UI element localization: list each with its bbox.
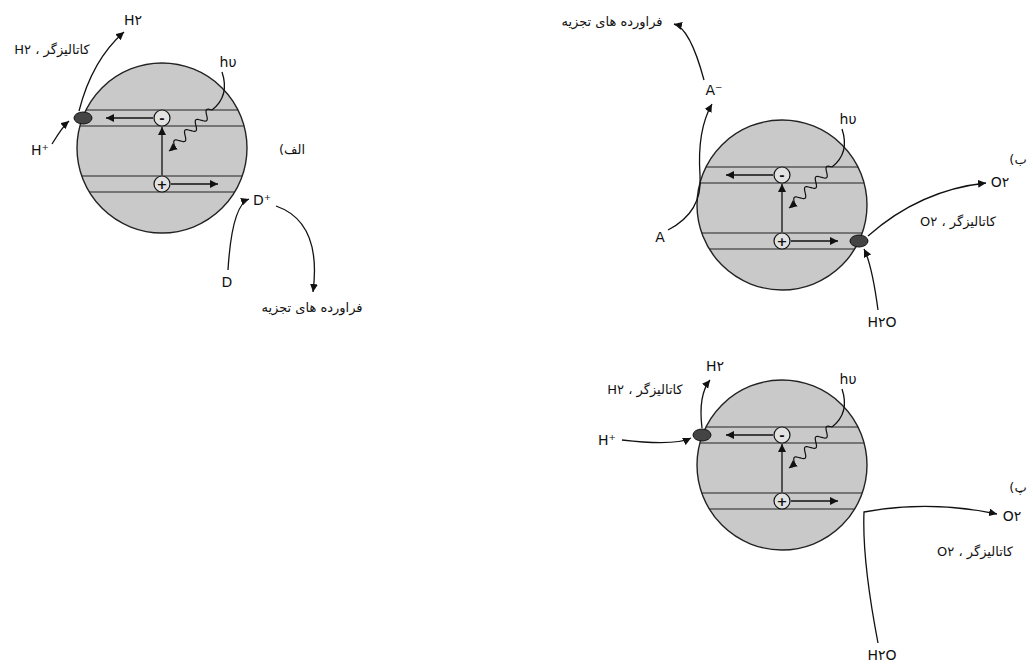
reactant-arrow xyxy=(52,121,69,144)
hole-symbol xyxy=(774,233,790,249)
electron-symbol xyxy=(774,427,790,443)
charge-sign: - xyxy=(779,169,784,182)
label: ب) xyxy=(1009,152,1026,168)
charge-sign: + xyxy=(777,235,788,248)
label: الف) xyxy=(279,142,305,158)
excitation-arrow xyxy=(161,127,162,175)
electron-arrow xyxy=(726,174,773,175)
catalyst-particle xyxy=(693,429,711,441)
hole-symbol xyxy=(774,493,790,509)
label: hυ xyxy=(220,54,237,71)
excitation-arrow xyxy=(781,184,782,232)
semiconductor-particle xyxy=(668,24,986,310)
hole-arrow xyxy=(791,500,838,501)
light-leader xyxy=(832,129,844,167)
photon-wave xyxy=(789,166,832,208)
electron-arrow xyxy=(106,117,153,118)
charge-sign: - xyxy=(159,112,164,125)
photon-wave xyxy=(789,426,832,468)
label: H⁺ xyxy=(31,142,49,159)
label: O۲ xyxy=(991,174,1010,191)
label: H۲O xyxy=(867,647,896,664)
label: D xyxy=(222,274,233,291)
label: H۲ xyxy=(706,358,724,375)
label: H⁺ xyxy=(598,432,616,449)
label: A⁻ xyxy=(706,82,723,99)
label: A xyxy=(655,229,665,246)
excitation-arrow xyxy=(781,444,782,492)
label: کاتالیزگر ، H۲ xyxy=(14,42,89,58)
electron-arrow xyxy=(726,434,773,435)
semiconductor-particle xyxy=(622,380,997,643)
electron-symbol xyxy=(154,110,170,126)
hole-arrow xyxy=(171,183,218,184)
product-arrow xyxy=(276,206,314,292)
label: H۲O xyxy=(867,314,896,331)
light-leader xyxy=(212,72,224,110)
label: پ) xyxy=(1009,480,1026,496)
semiconductor-particle xyxy=(52,32,314,292)
label: O۲ xyxy=(1003,508,1022,525)
reactant-arrow xyxy=(864,249,878,310)
product-arrow xyxy=(701,380,710,428)
photon-wave xyxy=(169,109,212,151)
reaction-arrow xyxy=(864,506,997,643)
particle-circle xyxy=(697,380,867,550)
hole-symbol xyxy=(154,176,170,192)
label: hυ xyxy=(840,371,857,388)
label: D⁺ xyxy=(253,192,271,209)
charge-sign: + xyxy=(777,495,788,508)
catalyst-particle xyxy=(74,112,92,124)
particle-circle xyxy=(77,63,247,233)
product-arrow xyxy=(674,24,704,80)
particle-circle xyxy=(697,120,867,290)
hole-arrow xyxy=(791,240,838,241)
reactant-arrow xyxy=(622,438,691,443)
label: فراورده های تجزیه xyxy=(261,300,362,316)
charge-sign: + xyxy=(157,178,168,191)
label: hυ xyxy=(840,111,857,128)
label: کاتالیزگر ، O۲ xyxy=(920,214,996,230)
label: فراورده های تجزیه xyxy=(561,14,662,30)
light-leader xyxy=(832,389,844,427)
charge-sign: - xyxy=(779,429,784,442)
electron-symbol xyxy=(774,167,790,183)
label: H۲ xyxy=(124,12,142,29)
reactant-arrow xyxy=(228,199,249,270)
label: کاتالیزگر ، H۲ xyxy=(607,382,682,398)
catalyst-particle xyxy=(850,235,868,247)
label: کاتالیزگر ، O۲ xyxy=(937,544,1013,560)
reactant-arrow xyxy=(668,104,712,230)
